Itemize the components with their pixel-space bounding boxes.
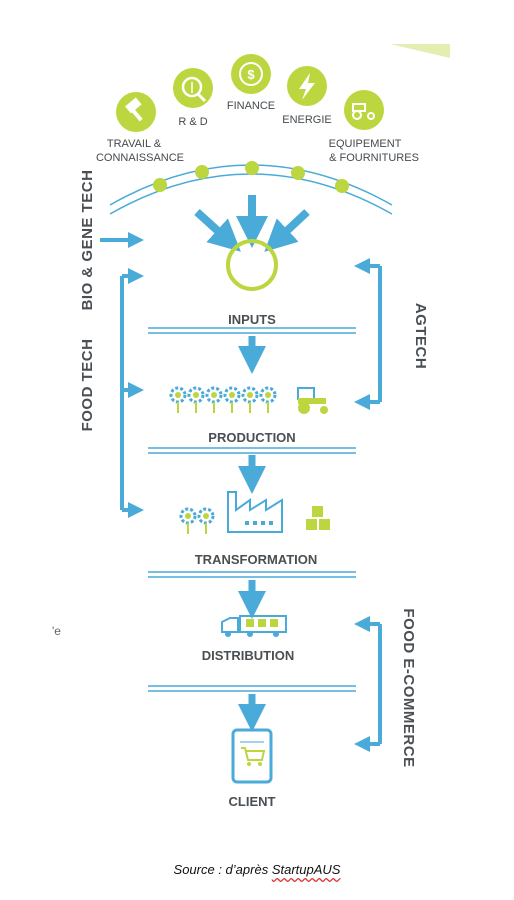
left-arrows [100,232,144,518]
tablet-cart-icon [231,728,273,784]
flower-row-icon [169,386,277,413]
source-brand: StartupAUS [271,862,341,877]
wheat-magnifier-icon [173,68,213,108]
tractor-icon [344,90,384,130]
stage-label-client: CLIENT [229,794,276,809]
factory-icon [227,491,283,533]
crates-icon [306,506,330,530]
category-label-finance: FINANCE [227,100,275,112]
stage-label-transformation: TRANSFORMATION [195,552,318,567]
separators [148,327,356,692]
lightning-icon [287,66,327,106]
flower-pair-icon [179,507,215,534]
side-label-agtech: AGTECH [412,303,429,369]
category-label-travail: TRAVAIL & [107,138,162,150]
stage-label-production: PRODUCTION [208,430,295,445]
category-label-equipement: EQUIPEMENT [329,138,402,150]
stage-label-inputs: INPUTS [228,312,276,327]
side-label-bio-gene-tech: BIO & GENE TECH [79,170,96,311]
converging-arrows [194,195,310,252]
category-label-equipement-line2: & FOURNITURES [329,152,419,164]
inputs-ring [226,239,278,291]
category-label-rd: R & D [178,116,207,128]
truck-icon [221,615,287,637]
stage-label-distribution: DISTRIBUTION [202,648,294,663]
category-label-travail-line2: CONNAISSANCE [96,152,184,164]
source-caption: Source : d’après StartupAUS [0,862,514,877]
corner-decoration [390,44,450,58]
hammer-icon [116,92,156,132]
stray-text-fragment: 'e [52,624,61,638]
source-prefix: Source : d’après [173,862,272,877]
svg-text:$: $ [247,67,255,82]
category-label-energie: ENERGIE [282,114,332,126]
right-arrows [354,258,382,752]
side-label-food-tech: FOOD TECH [79,339,96,432]
dollar-icon: $ [231,54,271,94]
input-arc [109,161,393,215]
tractor-icon [297,387,328,414]
side-label-food-ecommerce: FOOD E-COMMERCE [400,608,417,767]
